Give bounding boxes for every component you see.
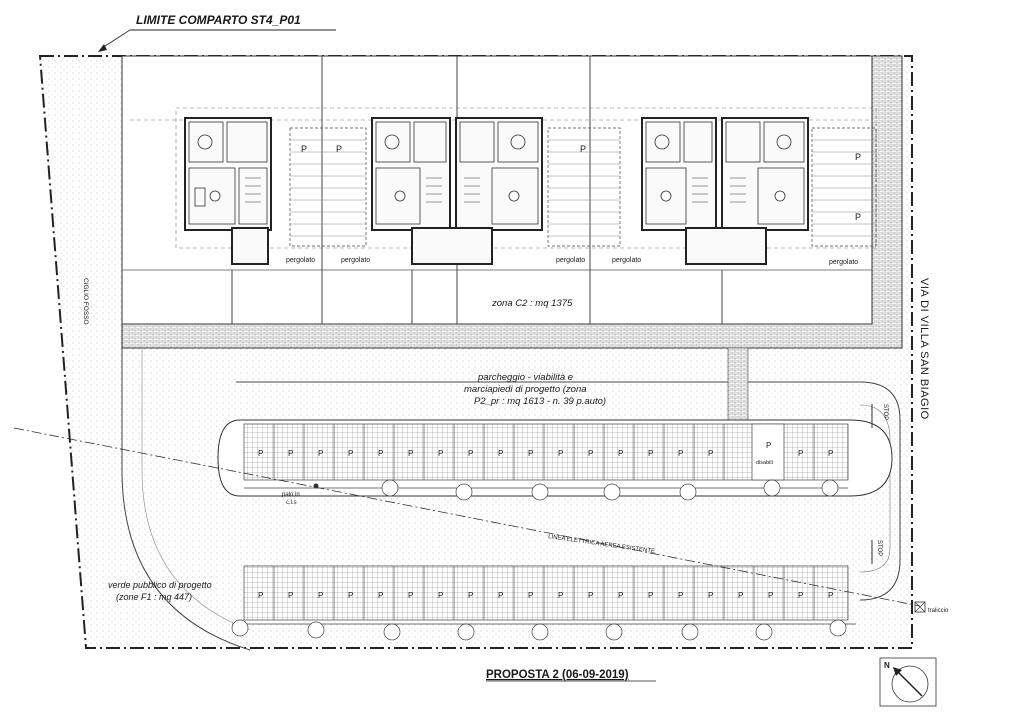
svg-text:P: P [708, 591, 713, 600]
north-arrow-icon: N [879, 657, 937, 707]
north-label: N [884, 661, 890, 670]
svg-text:parcheggio - viabilità e: parcheggio - viabilità e [477, 372, 573, 383]
parking-mark: P [580, 144, 586, 154]
pergola-slats [290, 139, 876, 237]
svg-text:P: P [798, 591, 803, 600]
svg-text:P: P [558, 449, 563, 458]
pole-label-material: c.l.s [286, 500, 297, 506]
pergola-label: pergolato [286, 257, 315, 264]
proposal-label: PROPOSTA 2 (06-09-2019) [486, 669, 629, 681]
parking-mark: P [336, 144, 342, 154]
house-unit [455, 117, 543, 231]
svg-text:P: P [648, 449, 653, 458]
svg-text:P: P [318, 591, 323, 600]
parking-mark: P [301, 144, 307, 154]
svg-text:P: P [558, 591, 563, 600]
pergola-label: pergolato [341, 257, 370, 264]
svg-text:P: P [468, 591, 473, 600]
ditch-edge-label: CIGLIO FOSSO [82, 278, 89, 325]
svg-text:P: P [348, 449, 353, 458]
limit-callout: LIMITE COMPARTO ST4_P01 [98, 13, 336, 52]
svg-text:P: P [738, 591, 743, 600]
svg-text:P: P [768, 591, 773, 600]
svg-text:P: P [468, 449, 473, 458]
stop-marks: STOP STOP [871, 404, 888, 564]
svg-text:P: P [588, 449, 593, 458]
svg-text:P: P [288, 591, 293, 600]
svg-text:P: P [498, 449, 503, 458]
svg-text:P: P [408, 591, 413, 600]
parking-mark: P [855, 152, 861, 162]
svg-text:P: P [798, 449, 803, 458]
pergola-label: pergolato [556, 257, 585, 264]
pole-label: palo in [282, 492, 300, 498]
svg-text:P: P [438, 449, 443, 458]
svg-text:P: P [318, 449, 323, 458]
house-unit [371, 117, 451, 231]
svg-text:P: P [258, 449, 263, 458]
svg-text:P: P [678, 449, 683, 458]
svg-text:P: P [618, 449, 623, 458]
carport-markers: P P P P P [301, 144, 861, 222]
svg-text:P: P [828, 449, 833, 458]
svg-text:P: P [438, 591, 443, 600]
svg-text:P: P [678, 591, 683, 600]
disabled-space-label: disabili [756, 460, 773, 466]
parking-mark: P [855, 212, 861, 222]
svg-text:(zone F1 : mq 447): (zone F1 : mq 447) [116, 592, 192, 602]
house-unit [721, 117, 809, 231]
road-name-label: VIA DI VILLA SAN BIAGIO [918, 278, 930, 420]
svg-text:P2_pr : mq 1613 - n. 39 p.auto: P2_pr : mq 1613 - n. 39 p.auto) [474, 396, 606, 407]
limit-label: LIMITE COMPARTO ST4_P01 [136, 13, 301, 27]
svg-text:P: P [348, 591, 353, 600]
public-green-label: verde pubblico di progetto (zone F1 : mq… [108, 580, 212, 602]
svg-text:P: P [528, 449, 533, 458]
tree-symbols [231, 479, 847, 641]
svg-text:P: P [618, 591, 623, 600]
svg-text:P: P [828, 591, 833, 600]
pergola-label: pergolato [829, 259, 858, 266]
svg-text:P: P [288, 449, 293, 458]
zone-c2-label: zona C2 : mq 1375 [491, 298, 573, 309]
parking-row-2: P P P P P P P P P P P P P P P P P P P P [232, 565, 856, 625]
svg-text:P: P [648, 591, 653, 600]
svg-text:P: P [378, 591, 383, 600]
svg-text:P: P [408, 449, 413, 458]
parking-row-1: P P P P P P P P P P P P P P P P P P P di… [217, 419, 893, 497]
housing-units [184, 117, 809, 265]
parking-zone-label: parcheggio - viabilità e marciapiedi di … [464, 372, 606, 407]
pergola-label: pergolato [612, 257, 641, 264]
svg-text:P: P [378, 449, 383, 458]
svg-text:P: P [528, 591, 533, 600]
svg-text:P: P [708, 449, 713, 458]
pylon-label: traliccio [928, 608, 949, 614]
svg-text:P: P [498, 591, 503, 600]
pergola-labels: pergolato pergolato pergolato pergolato … [286, 257, 858, 266]
house-unit [641, 117, 717, 231]
house-unit [184, 117, 272, 231]
svg-text:P: P [588, 591, 593, 600]
svg-text:P: P [766, 441, 771, 450]
stop-label: STOP [876, 540, 882, 556]
stop-label: STOP [882, 404, 888, 420]
svg-text:P: P [258, 591, 263, 600]
svg-text:marciapiedi di progetto (zona: marciapiedi di progetto (zona [464, 384, 587, 395]
pergola-areas [289, 127, 877, 247]
svg-text:verde pubblico di progetto: verde pubblico di progetto [108, 580, 212, 590]
